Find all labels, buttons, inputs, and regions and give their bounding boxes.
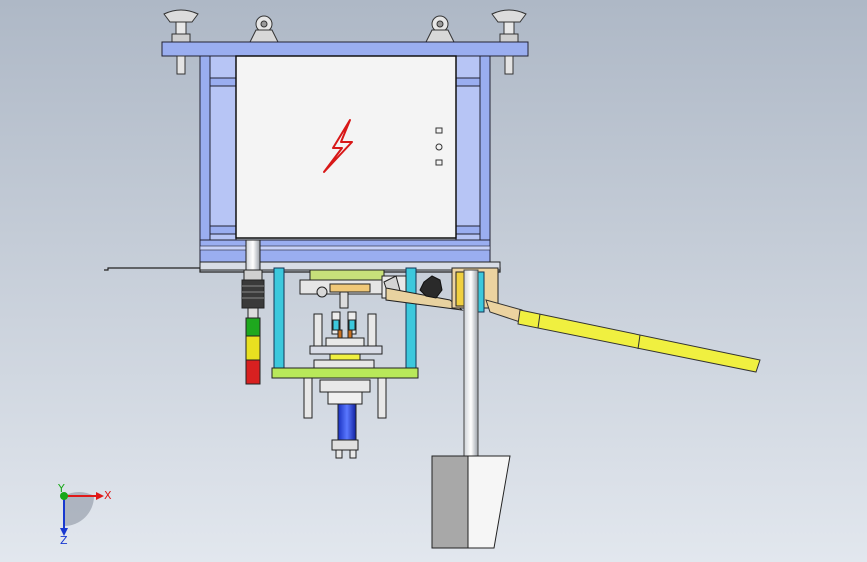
frame-bottom-beam-inner [199,245,491,251]
tower-light [241,239,265,385]
lift-assembly [309,311,383,369]
leveling-foot-right [491,9,527,43]
frame-post-right [455,55,491,243]
counterweight-block [431,455,511,549]
axis-z-label: Z [60,534,68,547]
guide-column-left [273,267,285,371]
axis-y-label: Y [57,482,65,495]
pneumatic-cylinder [303,377,387,459]
feed-arm [485,299,761,373]
caster-wheel-right [425,15,455,43]
top-bolt-right [504,55,514,75]
frame-top-plate [161,41,529,57]
support-rod [463,269,479,457]
cabinet-latch[interactable] [435,127,443,166]
frame-bottom-beam [199,239,491,263]
frame-post-left [199,55,237,243]
lift-plate [271,367,419,379]
leveling-foot-left [163,9,199,43]
axis-x-label: X [104,489,112,502]
guide-column-right [405,267,417,371]
lightning-bolt-icon [323,119,353,173]
top-bolt-left [176,55,186,75]
knob-handle[interactable] [419,275,443,299]
xyz-axis-triad-icon [60,491,104,536]
caster-wheel-left [249,15,279,43]
